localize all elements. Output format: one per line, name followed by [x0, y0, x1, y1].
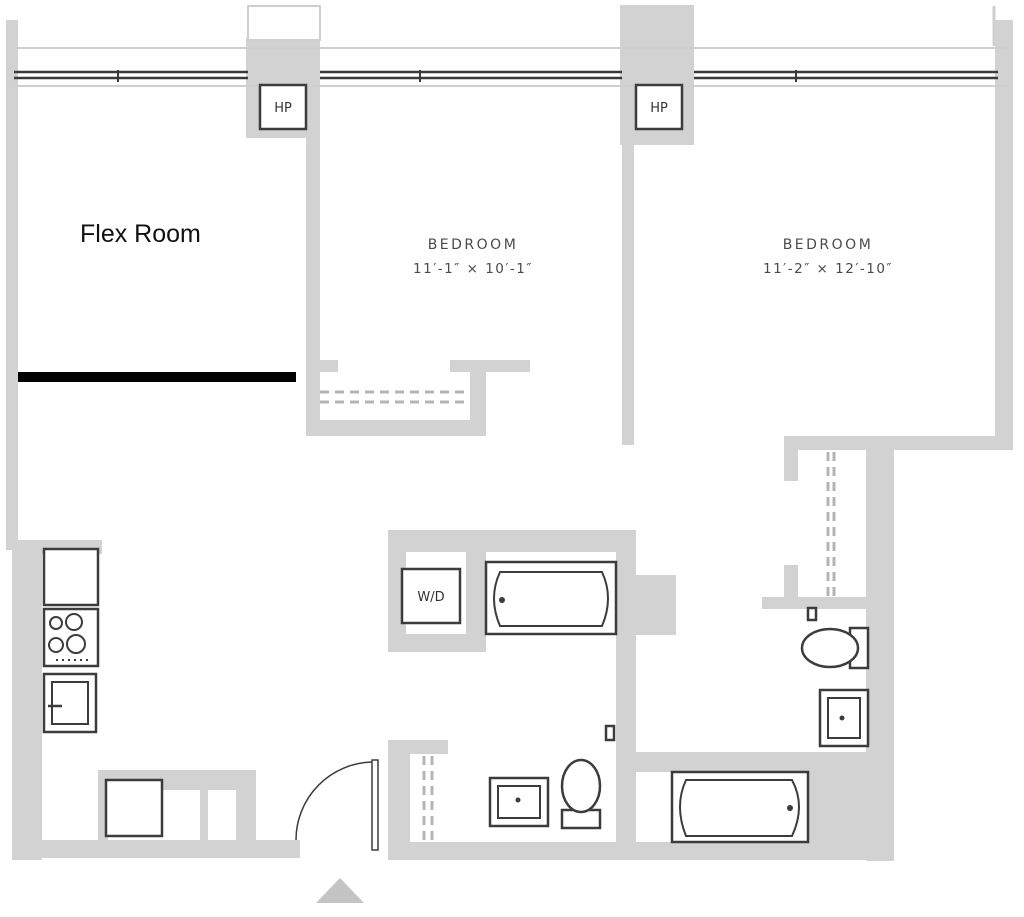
washer-dryer-box [400, 567, 462, 625]
wall-closet1-bottom [306, 420, 486, 436]
burner-3-icon [48, 637, 64, 653]
bath-2-sink-drain-icon [839, 715, 845, 721]
burner-2-icon [65, 613, 83, 631]
bath-1-sink-drain-icon [515, 797, 521, 803]
bath-2-tub-drain-icon [787, 805, 793, 811]
wall-left-upper [6, 20, 18, 550]
bath-1 [484, 560, 618, 830]
bath-2-toilet-bowl [800, 627, 860, 669]
kitchen-sink-basin [51, 681, 89, 725]
heat-pump-1: HP [258, 83, 308, 131]
wall-laundry-right [466, 552, 486, 652]
refrigerator [42, 547, 100, 607]
bath-2-tub-basin [679, 779, 800, 837]
wall-closet2-top [784, 436, 798, 481]
entry-door-swing [295, 761, 373, 841]
bath-2-tp-holder [806, 606, 818, 622]
wall-closet-left [236, 770, 256, 845]
entry-door [295, 759, 379, 851]
washer-dryer-label: W/D [417, 590, 444, 605]
bath-1-tub [484, 560, 618, 636]
kitchen [42, 547, 164, 838]
bedroom-1-dimensions: 11′-1″ × 10′-1″ [413, 261, 533, 277]
entry-door-leaf [371, 759, 379, 851]
bedroom-1-name: BEDROOM [428, 237, 519, 253]
wall-bedroom1-bedroom2 [622, 100, 634, 445]
wall-bath1-door-top [388, 740, 448, 754]
wall-bath2-tub-top [634, 752, 868, 772]
windows [14, 5, 1010, 87]
bath-2-tub [670, 770, 810, 844]
wall-laundry-bottom [388, 634, 486, 652]
bath-1-toilet-bowl [560, 758, 602, 814]
balcony-stub-1 [247, 5, 321, 41]
wall-bottom-right [388, 842, 878, 860]
wall-bottom-left [12, 840, 300, 858]
heat-pump-1-box [258, 83, 308, 131]
entry-arrow-icon [316, 878, 364, 903]
wall-closet1-right [470, 360, 486, 436]
wall-bath1-top [388, 530, 634, 552]
wall-right-lower [866, 436, 894, 861]
flex-room-partition [18, 372, 296, 382]
bath-1-tub-basin [493, 571, 609, 627]
wall-shaft [630, 575, 676, 635]
wall-left-lower [12, 545, 42, 860]
wall-entry-counter-side [98, 770, 108, 845]
bath-1-sink-basin [497, 785, 541, 819]
bedroom-2-dimensions: 11′-2″ × 12′-10″ [763, 261, 893, 277]
dishwasher [104, 778, 164, 838]
bath-2-sink-basin [827, 697, 861, 739]
bath-1-tub-drain-icon [499, 597, 505, 603]
wall-bath2-top [762, 597, 892, 609]
wall-right-upper [995, 20, 1013, 445]
burner-4-icon [66, 634, 86, 654]
heat-pump-2-label: HP [650, 101, 668, 116]
heat-pump-2: HP [634, 83, 684, 131]
bedroom-2-name: BEDROOM [783, 237, 874, 253]
wall-flex-bedroom1 [306, 100, 320, 435]
wall-closet1-top-right [450, 360, 530, 372]
washer-dryer: W/D [400, 567, 462, 625]
wall-closet1-top-left [306, 360, 338, 372]
heat-pump-1-label: HP [274, 101, 292, 116]
wall-bedroom2-bottom [784, 436, 1013, 450]
heat-pump-2-box [634, 83, 684, 131]
flex-room-label: Flex Room [80, 220, 201, 248]
bath-1-tp-holder [604, 724, 616, 742]
wall-closet-inner [200, 790, 208, 845]
wall-bath1-door-left [388, 740, 410, 860]
wall-closet2-bottom [784, 565, 798, 605]
burner-1-icon [49, 616, 63, 630]
bath-2 [670, 606, 870, 844]
